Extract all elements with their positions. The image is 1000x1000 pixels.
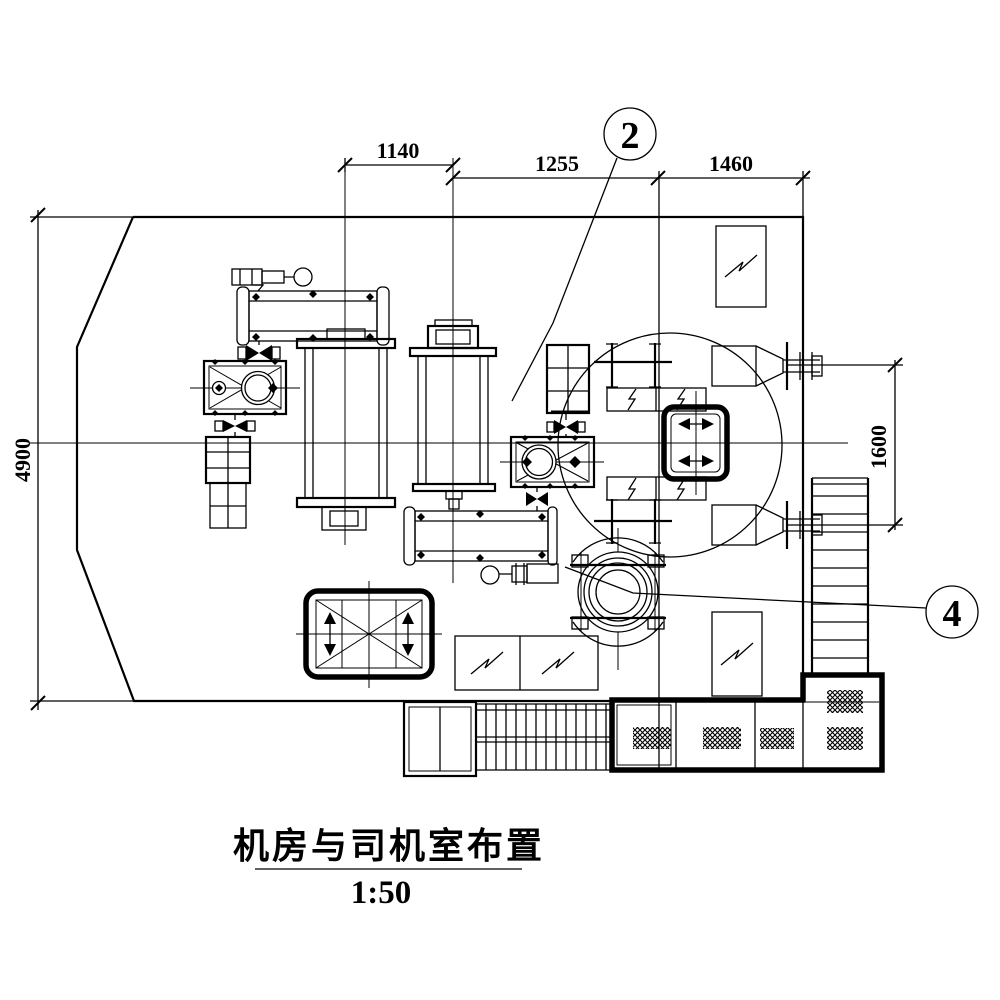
coupling-4 (526, 487, 548, 511)
drawing-title: 机房与司机室布置 (233, 826, 545, 866)
stairs (476, 703, 612, 771)
title-block: 机房与司机室布置 1:50 (233, 826, 545, 911)
dim-1460-label: 1460 (709, 151, 753, 176)
coupling-1 (237, 341, 281, 361)
gearbox-1 (202, 359, 288, 416)
callout-4: 4 (564, 566, 979, 639)
dimension-top-1140: 1140 (337, 138, 461, 173)
dimension-left-4900: 4900 (10, 207, 46, 711)
callout-2-label: 2 (621, 115, 640, 157)
center-column (570, 528, 666, 670)
cab-window-panels (606, 387, 707, 501)
resistor-box-1 (204, 435, 252, 529)
dim-1140-label: 1140 (377, 138, 420, 163)
callout-4-label: 4 (943, 593, 962, 635)
callout-2: 2 (511, 107, 657, 402)
dim-4900-label: 4900 (10, 438, 35, 482)
dim-1600-label: 1600 (866, 425, 891, 469)
cab-floor-opening (661, 404, 730, 482)
hoist-motor-1 (236, 286, 390, 346)
window-top-right (715, 225, 767, 308)
gearbox-2 (509, 435, 596, 489)
cab-seat-hatch (827, 727, 863, 750)
access-platform (402, 700, 478, 778)
coupling-2 (214, 414, 256, 437)
rope-drum-2 (408, 319, 498, 510)
brake-handwheel-2 (480, 563, 559, 585)
window-panels-bottom (454, 635, 599, 691)
resistor-box-2 (545, 343, 591, 415)
cab-seat-hatch (703, 727, 741, 749)
cab-seat-hatch (827, 690, 863, 713)
shaft-assembly-top (711, 342, 823, 390)
slewing-circle (557, 332, 783, 558)
brake-handwheel-1 (231, 267, 313, 292)
drawing-scale: 1:50 (351, 875, 412, 911)
hoist-motor-2 (403, 506, 558, 566)
cab-seat-hatch (760, 728, 794, 749)
dimension-right-1600: 1600 (788, 357, 903, 533)
coupling-3 (546, 413, 586, 438)
floor-hatch (296, 581, 442, 688)
dim-1255-label: 1255 (535, 151, 579, 176)
rope-drum-1 (295, 328, 397, 531)
dimension-top-1255-1460: 1255 1460 (445, 151, 811, 217)
cab-seat-hatch (633, 727, 671, 749)
window-mid-right (711, 611, 763, 697)
